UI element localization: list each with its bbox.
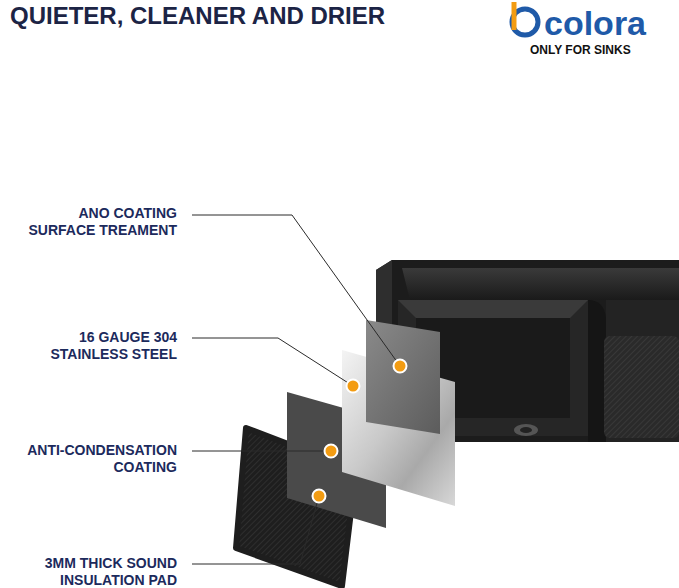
leader-lines <box>192 215 400 564</box>
callout-dots <box>313 360 407 503</box>
callout-label: ANO COATING SURFACE TREAMENT <box>12 205 177 239</box>
callout-label: 3MM THICK SOUND INSULATION PAD <box>12 555 177 588</box>
callout-label: ANTI-CONDENSATION COATING <box>12 442 177 476</box>
brand-logo: colora <box>544 6 674 40</box>
brand-tagline: ONLY FOR SINKS <box>530 43 670 57</box>
callout-label: 16 GAUGE 304 STAINLESS STEEL <box>12 329 177 363</box>
title: QUIETER, CLEANER AND DRIER <box>10 2 385 30</box>
layer-stack <box>236 320 455 586</box>
logo-icon <box>512 2 538 35</box>
